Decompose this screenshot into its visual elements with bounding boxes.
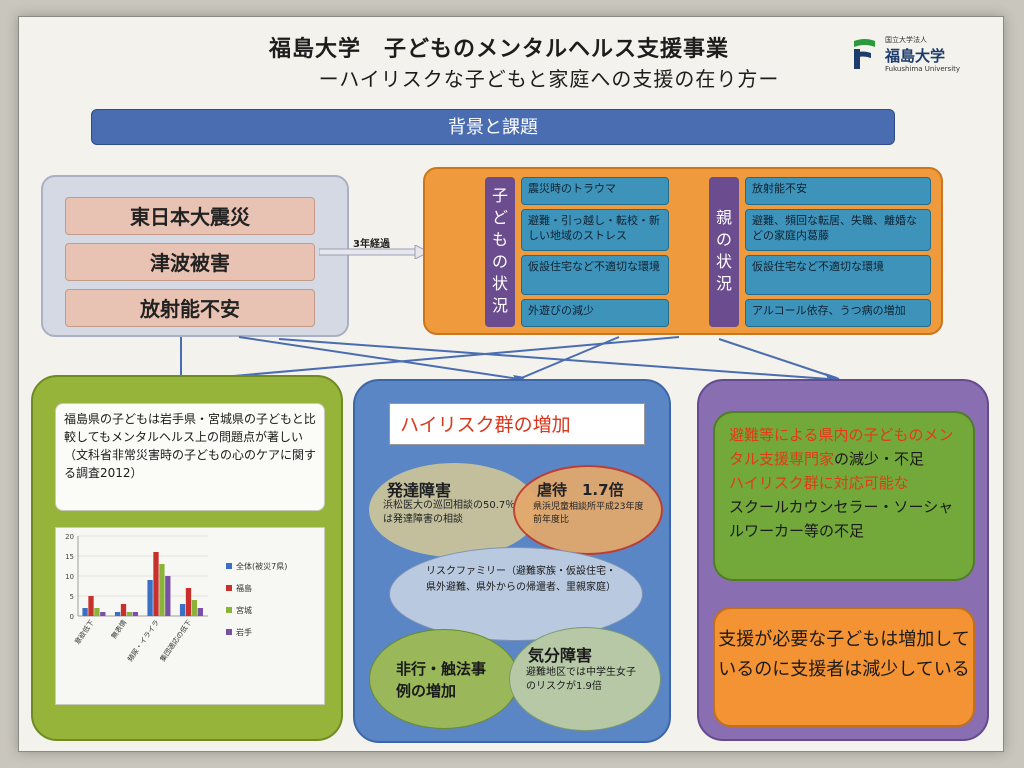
disaster-box: 東日本大震災 津波被害 放射能不安 [41,175,349,337]
bar [114,612,121,616]
bar [197,608,203,616]
abuse-text: 県浜児童相談所平成23年度前年度比 [533,502,644,525]
children-status-label: 子どもの状況 [485,177,515,327]
right-panel: 避難等による県内の子どものメンタル支援専門家の減少・不足 ハイリスク群に対応可能… [697,379,989,741]
shortage-line2-dark: スクールカウンセラー・ソーシャルワーカー等の不足 [729,498,954,540]
bar [100,612,106,616]
left-panel: 福島県の子どもは岩手県・宮城県の子どもと比較してもメンタルヘルス上の問題点が著し… [31,375,343,741]
mood-disorder-text: 避難地区では中学生女子のリスクが1.9倍 [526,667,636,692]
disaster-item: 津波被害 [65,243,315,281]
x-tick-label: 集団適応の低下 [158,618,193,663]
logo-mark-icon [854,39,875,69]
bar [88,596,94,616]
risk-family-text: リスクファミリー（避難家族・仮設住宅・県外避難、県外からの帰還者、里親家庭） [426,566,616,593]
bar [179,604,186,616]
y-tick-label: 20 [65,533,74,541]
bar [82,608,88,616]
mood-disorder-oval: 気分障害 避難地区では中学生女子のリスクが1.9倍 [509,627,661,731]
bar [153,552,159,616]
abuse-title: 虐待 1.7倍 [537,481,624,499]
page-title: 福島大学 子どものメンタルヘルス支援事業 [268,37,729,62]
logo-small-text: 国立大学法人 [885,36,927,44]
delinquency-oval: 非行・触法事例の増加 [369,629,519,729]
page-subtitle: ーハイリスクな子どもと家庭への支援の在り方ー [318,67,780,91]
elapsed-label: 3年経過 [353,239,390,250]
delinquency-title: 非行・触法事例の増加 [396,660,487,700]
university-logo: 国立大学法人 福島大学 Fukushima University [851,33,981,79]
bar [147,580,153,616]
legend-label: 岩手 [236,627,252,637]
disaster-item: 放射能不安 [65,289,315,327]
children-item: 外遊びの減少 [521,299,669,327]
y-tick-label: 5 [70,593,74,601]
logo-name: 福島大学 [885,47,946,65]
middle-panel: ハイリスク群の増加 発達障害 浜松医大の巡回相談の50.7％は発達障害の相談 虐… [353,379,671,743]
children-item: 震災時のトラウマ [521,177,669,205]
y-tick-label: 15 [65,553,74,561]
parents-item: 避難、頻回な転居、失職、離婚などの家庭内葛藤 [745,209,931,251]
bar [159,564,165,616]
bar [185,588,192,616]
x-tick-label: 頻尿・イライラ [125,618,160,663]
shortage-line1-dark: の減少・不足 [834,450,925,468]
bar [191,600,198,616]
section-banner: 背景と課題 [91,109,895,145]
parents-status-label: 親の状況 [709,177,739,327]
children-item: 仮設住宅など不適切な環境 [521,255,669,295]
legend-label: 宮城 [236,605,252,615]
legend-label: 全体(被災7県) [236,561,287,571]
situation-box: 子どもの状況 震災時のトラウマ 避難・引っ越し・転校・新しい地域のストレス 仮設… [423,167,943,335]
parents-item: アルコール依存、うつ病の増加 [745,299,931,327]
conclusion-box: 支援が必要な子どもは増加しているのに支援者は減少している [713,607,975,727]
bar-chart: 0 5 10 15 20 意欲低下無表情頻尿・イライラ集団適応の低下 全体(被災7県) 福島宮… [55,527,325,705]
x-tick-label: 無表情 [109,618,128,640]
parents-item: 仮設住宅など不適切な環境 [745,255,931,295]
y-tick-label: 10 [65,573,74,581]
parents-item: 放射能不安 [745,177,931,205]
mood-disorder-title: 気分障害 [528,646,593,665]
shortage-line2-red: ハイリスク群に対応可能な [729,474,909,492]
risk-family-oval: リスクファミリー（避難家族・仮設住宅・県外避難、県外からの帰還者、里親家庭） [389,547,643,641]
shortage-box: 避難等による県内の子どものメンタル支援専門家の減少・不足 ハイリスク群に対応可能… [713,411,975,581]
legend-swatch [226,607,232,613]
bar [120,604,127,616]
dev-disorder-oval: 発達障害 浜松医大の巡回相談の50.7％は発達障害の相談 [369,463,539,557]
legend-swatch [226,629,232,635]
legend-swatch [226,563,232,569]
y-tick-label: 0 [70,613,74,621]
legend-swatch [226,585,232,591]
bar [132,612,138,616]
poster: 福島大学 子どものメンタルヘルス支援事業 ーハイリスクな子どもと家庭への支援の在… [18,16,1004,752]
dev-disorder-title: 発達障害 [387,481,452,500]
legend-label: 福島 [236,583,252,593]
abuse-oval: 虐待 1.7倍 県浜児童相談所平成23年度前年度比 [513,465,663,555]
logo-english: Fukushima University [885,65,961,73]
bar [94,608,100,616]
high-risk-title: ハイリスク群の増加 [389,403,645,445]
arrow-right-icon [319,245,429,259]
disaster-item: 東日本大震災 [65,197,315,235]
x-tick-label: 意欲低下 [72,618,95,646]
bar [165,576,171,616]
left-panel-text: 福島県の子どもは岩手県・宮城県の子どもと比較してもメンタルヘルス上の問題点が著し… [55,403,325,511]
shortage-line1-red: 避難等による県内の子どものメンタル支援専門家 [729,426,954,468]
bar [126,612,133,616]
children-item: 避難・引っ越し・転校・新しい地域のストレス [521,209,669,251]
bar-chart-svg: 0 5 10 15 20 意欲低下無表情頻尿・イライラ集団適応の低下 全体(被災7県) 福島宮… [65,533,287,663]
connector-arrows-icon [175,336,840,385]
dev-disorder-text: 浜松医大の巡回相談の50.7％は発達障害の相談 [383,500,516,525]
